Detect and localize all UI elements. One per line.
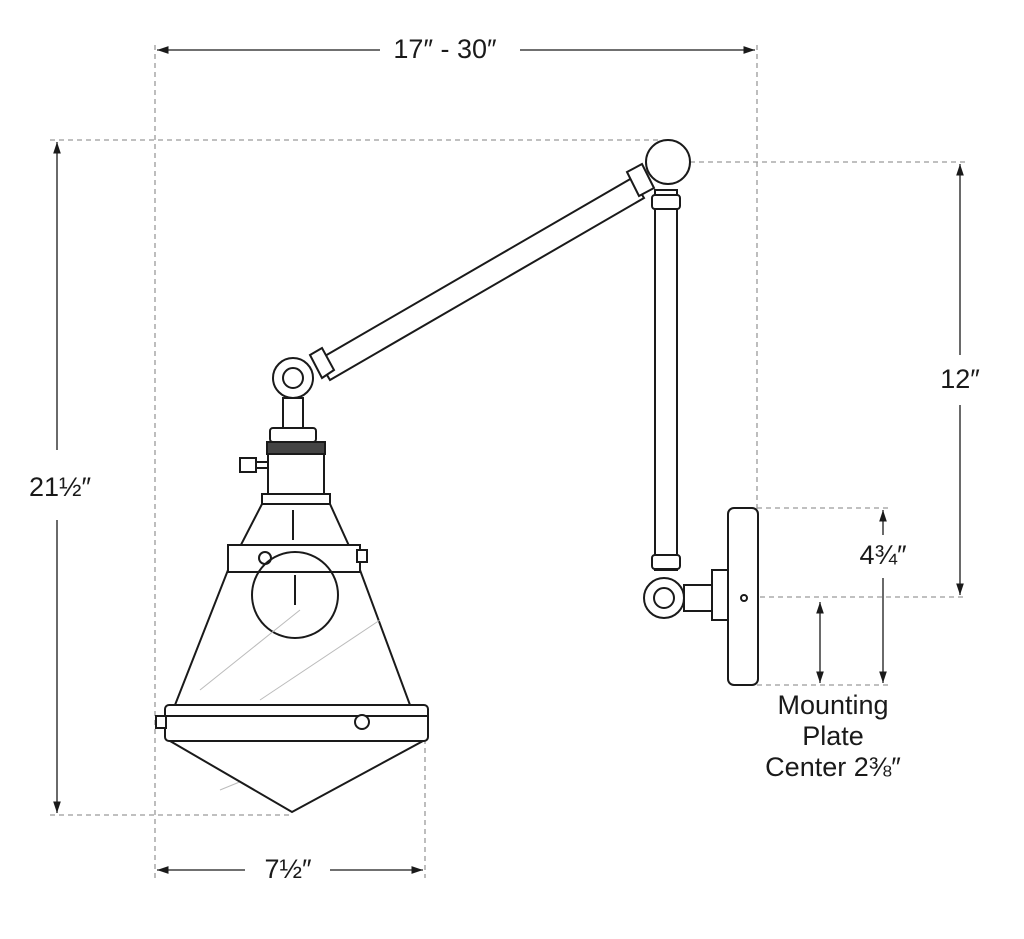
shade-width-label: 7½″ [264, 854, 312, 886]
arm-drop-label: 12″ [940, 364, 980, 396]
extension-lines [50, 45, 966, 878]
mounting-line-1: Mounting [777, 690, 889, 720]
width-range-label: 17″ - 30″ [393, 34, 497, 66]
shade-band [164, 704, 429, 742]
plate-height-label: 4¾″ [859, 540, 907, 572]
lamp [155, 139, 759, 814]
shade-cone [166, 740, 424, 814]
ball-joint [645, 139, 691, 185]
bulb [251, 551, 339, 639]
mounting-line-3: Center 2⅜″ [765, 752, 901, 783]
mounting-line-2: Plate [802, 721, 864, 752]
mounting-plate-center-label: Mounting Plate Center 2⅜″ [765, 690, 901, 784]
height-label: 21½″ [28, 472, 92, 504]
dimension-lines [53, 46, 964, 874]
vertical-arm [654, 189, 678, 571]
diagonal-arm [316, 176, 646, 382]
